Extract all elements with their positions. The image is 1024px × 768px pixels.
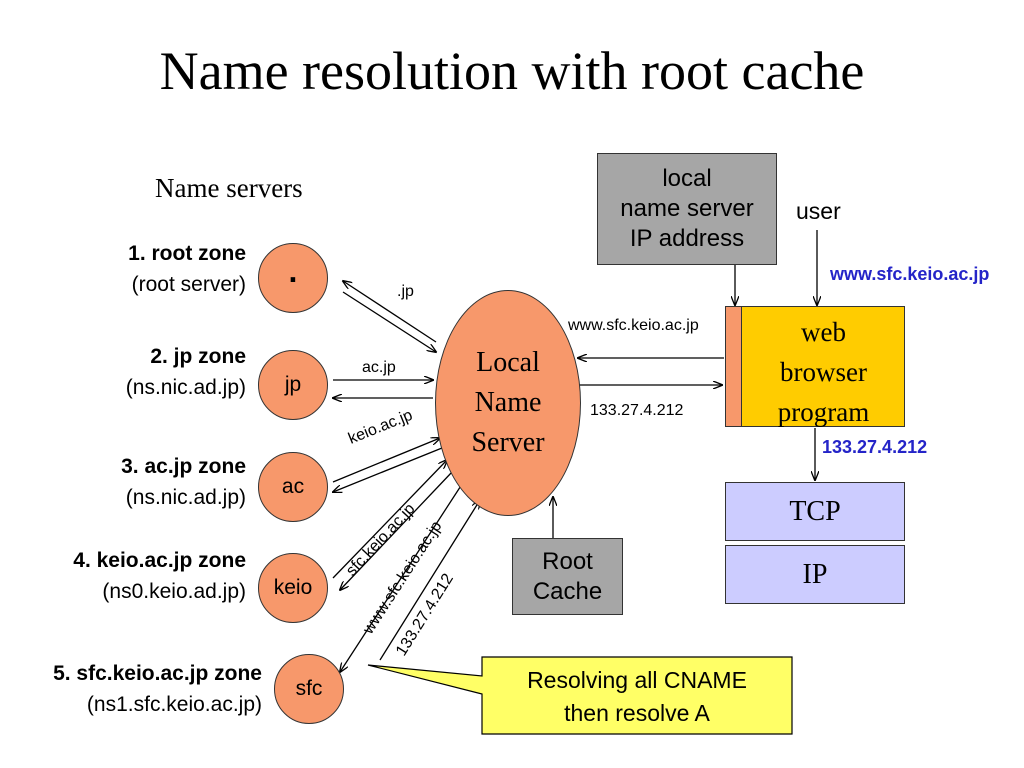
arrow-lns-to-keio: [340, 471, 453, 590]
arrow-ac-to-lns: [332, 438, 440, 483]
label-browser-answer: 133.27.4.212: [590, 402, 684, 419]
tcp-box: TCP: [725, 482, 905, 541]
zone-label-jp: 2. jp zone (ns.nic.ad.jp): [126, 341, 246, 403]
zone-label-ac: 3. ac.jp zone (ns.nic.ad.jp): [121, 451, 246, 513]
zone-title: 2. jp zone: [150, 345, 246, 368]
zone-title: 1. root zone: [128, 242, 246, 265]
arrow-root-to-lns: [342, 291, 436, 352]
page-title: Name resolution with root cache: [159, 41, 865, 101]
zone-server: (ns1.sfc.keio.ac.jp): [86, 693, 262, 716]
node-ac: ac: [258, 452, 328, 522]
node-root: .: [258, 243, 328, 313]
lns-line1: Local: [476, 347, 540, 378]
root-cache-box: Root Cache: [512, 538, 623, 615]
web-browser-box: [725, 306, 905, 427]
callout-text: Resolving all CNAME then resolve A: [482, 664, 792, 730]
label-jp-answer: ac.jp: [362, 359, 396, 376]
arrow-sfc-to-lns: [379, 500, 480, 661]
browser-line2: browser: [780, 357, 867, 387]
web-browser-label: web browser program: [742, 312, 905, 432]
callout-shape: [367, 656, 793, 735]
zone-server: (ns.nic.ad.jp): [125, 376, 246, 399]
zone-title: 4. keio.ac.jp zone: [73, 549, 246, 572]
node-keio: keio: [258, 553, 328, 623]
zone-server: (ns0.keio.ad.jp): [102, 580, 246, 603]
local-ns-line2: name server: [620, 195, 754, 222]
arrow-lns-to-ac: [333, 447, 443, 492]
root-cache-line2: Cache: [532, 577, 603, 605]
zone-label-sfc: 5. sfc.keio.ac.jp zone (ns1.sfc.keio.ac.…: [53, 658, 262, 720]
zone-label-keio: 4. keio.ac.jp zone (ns0.keio.ad.jp): [73, 545, 246, 607]
local-ns-line3: IP address: [629, 225, 745, 252]
arrow-lns-to-sfc: [340, 477, 467, 672]
local-ns-ip-box: local name server IP address: [597, 153, 777, 265]
local-ns-line1: local: [662, 165, 712, 192]
callout-line1: Resolving all CNAME: [527, 667, 747, 693]
local-name-server: Local Name Server: [435, 290, 581, 516]
callout-line2: then resolve A: [564, 700, 710, 726]
query-url-blue: www.sfc.keio.ac.jp: [830, 264, 990, 284]
lns-line3: Server: [471, 427, 545, 458]
label-browser-query: www.sfc.keio.ac.jp: [568, 317, 699, 334]
lns-line2: Name: [474, 387, 542, 418]
arrow-lns-to-root: [343, 281, 437, 343]
root-cache-line1: Root: [542, 547, 593, 575]
zone-title: 3. ac.jp zone: [121, 455, 246, 478]
browser-line1: web: [801, 317, 846, 347]
arrow-keio-to-lns: [332, 460, 447, 579]
zone-server: (ns.nic.ad.jp): [125, 486, 246, 509]
zone-label-root: 1. root zone (root server): [128, 238, 246, 300]
label-root-answer: .jp: [397, 283, 414, 300]
browser-line3: program: [777, 397, 870, 427]
name-servers-heading: Name servers: [155, 173, 303, 203]
user-label: user: [796, 198, 841, 224]
browser-resolver-strip: [725, 306, 742, 427]
zone-title: 5. sfc.keio.ac.jp zone: [53, 662, 262, 685]
zone-server: (root server): [131, 273, 246, 296]
node-jp: jp: [258, 350, 328, 420]
ip-box: IP: [725, 545, 905, 604]
node-sfc: sfc: [274, 654, 344, 724]
answer-ip-blue: 133.27.4.212: [822, 437, 928, 457]
